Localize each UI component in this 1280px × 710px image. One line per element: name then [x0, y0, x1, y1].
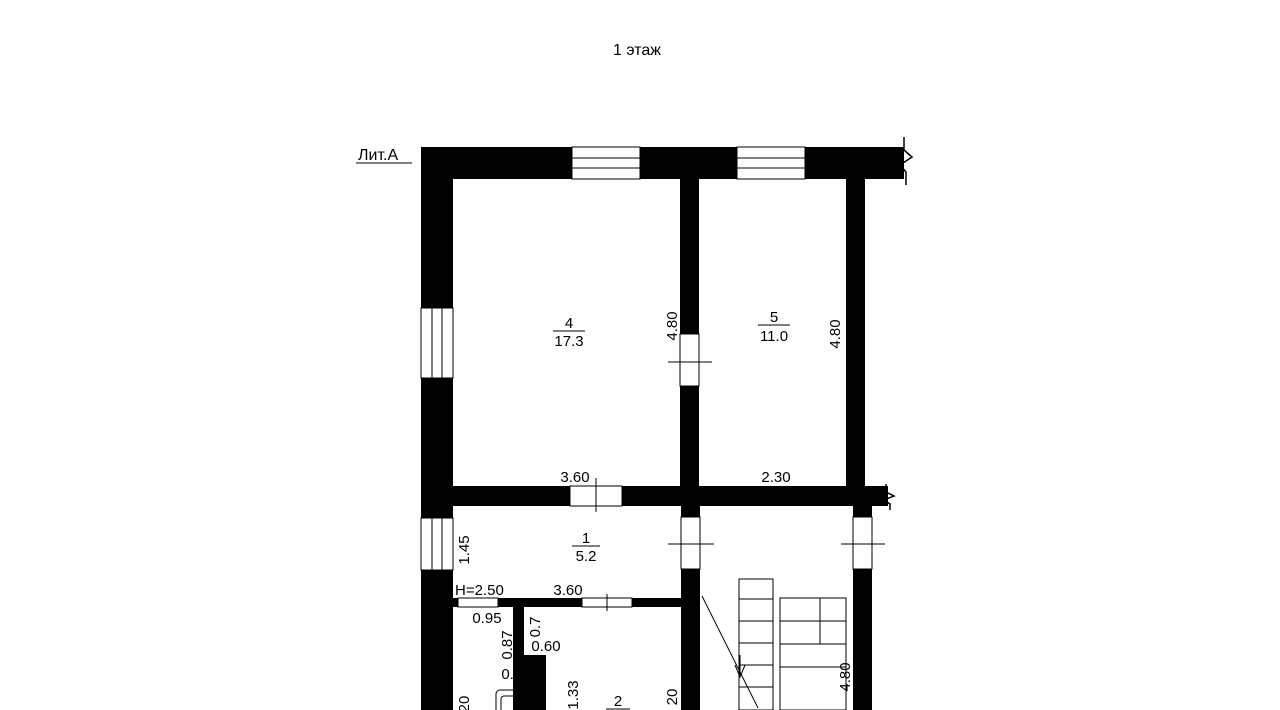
door-small [457, 597, 499, 608]
staircase [701, 578, 847, 710]
door-1-hall [680, 516, 701, 570]
room-4: 4 17.3 [553, 315, 585, 350]
window-top-2 [736, 146, 806, 180]
dim-4-80-room5: 4.80 [827, 319, 844, 348]
wall-top [421, 147, 904, 179]
room-area: 17.3 [554, 333, 583, 350]
dim-height: H=2.50 [455, 582, 504, 599]
dimensions: 4.80 4.80 3.60 2.30 1.45 H=2.50 3.60 0.9… [455, 311, 854, 710]
dim-20-left: 20 [456, 696, 473, 710]
wall-room1-bottom [453, 598, 681, 607]
wall-partition-a [513, 598, 524, 710]
room-1: 1 5.2 [572, 530, 600, 565]
wall-horizontal-mid [421, 486, 888, 506]
wall-partition-b [524, 655, 546, 710]
dim-1-45: 1.45 [456, 535, 473, 564]
dim-20-right: 20 [664, 689, 681, 706]
dim-0-30: 0.30 [501, 666, 530, 683]
door-right-lower [852, 516, 873, 570]
dim-0-95: 0.95 [472, 610, 501, 627]
dim-3-60-room1: 3.60 [553, 582, 582, 599]
windows [420, 146, 806, 571]
dim-0-87: 0.87 [499, 630, 516, 659]
room-2: 2 [606, 693, 630, 710]
window-left-1 [420, 307, 454, 379]
dim-0-7: 0.7 [527, 617, 544, 638]
room-number: 1 [582, 530, 590, 547]
dim-4-80-room4: 4.80 [664, 311, 681, 340]
dim-1-33: 1.33 [565, 680, 582, 709]
door-4-5 [679, 333, 700, 387]
break-marks [882, 137, 914, 510]
floor-title: 1 этаж [613, 42, 661, 59]
room-number: 2 [614, 693, 622, 710]
window-left-2 [420, 517, 454, 571]
bathtub [495, 689, 535, 710]
window-top-1 [571, 146, 641, 180]
room-number: 5 [770, 309, 778, 326]
room-number: 4 [565, 315, 573, 332]
liter-label: Лит.А [358, 147, 398, 164]
wall-left [421, 147, 453, 710]
doors [457, 333, 885, 611]
dim-4-80-stair: 4.80 [837, 662, 854, 691]
dim-0-60: 0.60 [531, 638, 560, 655]
room-area: 5.2 [576, 548, 597, 565]
wall-right-upper [846, 179, 865, 505]
room-area: 11.0 [760, 328, 788, 345]
dim-2-30-room5: 2.30 [761, 469, 790, 486]
room-5: 5 11.0 [758, 309, 790, 345]
dim-3-60-room4: 3.60 [560, 469, 589, 486]
